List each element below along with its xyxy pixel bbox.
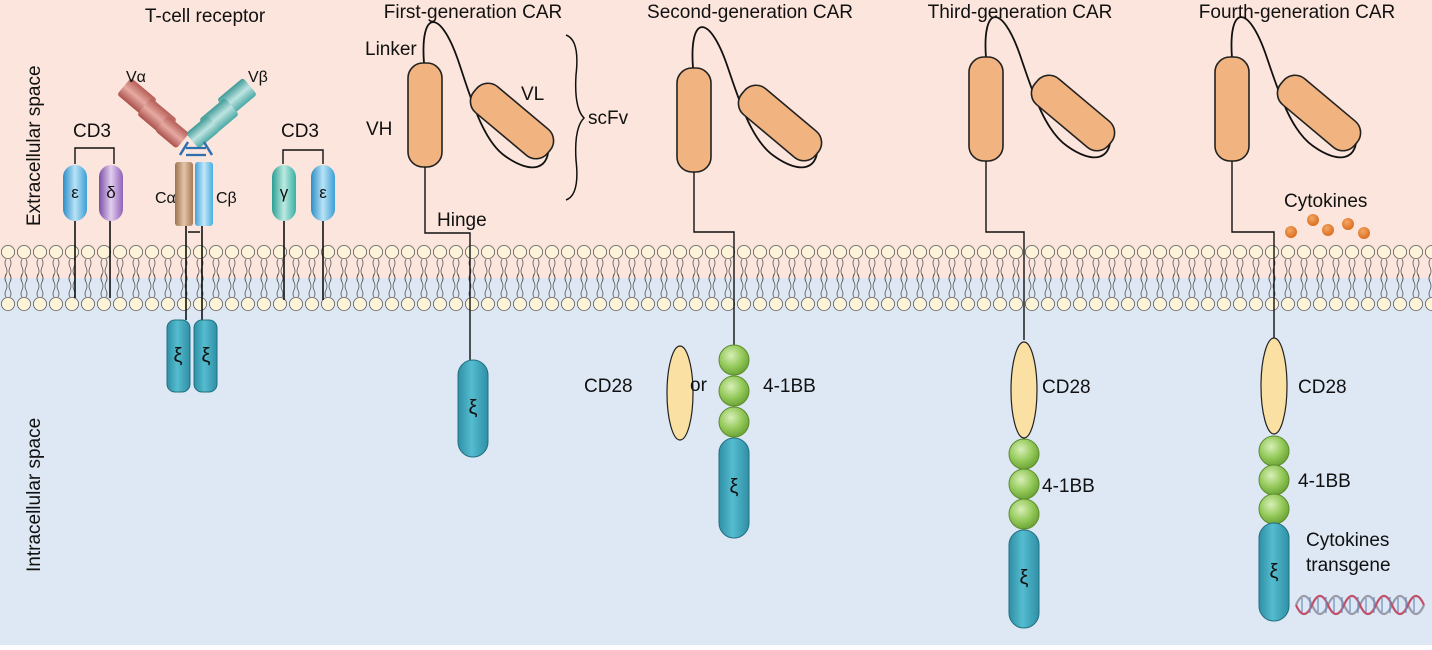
gen2-41bb-label: 4-1BB <box>763 376 816 397</box>
car-gen4: ξ CD28 4-1BB Cytokines Cytokines transge… <box>1214 16 1426 622</box>
linker-label: Linker <box>365 39 417 60</box>
gen1-vl-domain <box>469 82 555 160</box>
vl-label: VL <box>521 84 544 105</box>
c-beta-domain <box>195 162 213 226</box>
gen3-zeta-label: ξ <box>1020 567 1029 589</box>
gen3-cd28-domain <box>1010 341 1038 439</box>
tcr-zeta-left <box>166 319 191 393</box>
gen4-cd28-label: CD28 <box>1298 377 1347 398</box>
gen4-41bb-bead-2 <box>1258 464 1290 496</box>
c-alpha-label: Cα <box>155 190 176 207</box>
cytokines-label: Cytokines <box>1284 191 1367 212</box>
gen3-41bb-label: 4-1BB <box>1042 476 1095 497</box>
gen4-zeta-domain <box>1258 522 1290 622</box>
cd3-gamma-label: γ <box>280 183 289 202</box>
tcr-zeta-right-label: ξ <box>202 345 211 367</box>
gen2-41bb-bead-2 <box>718 375 750 407</box>
gen4-41bb-bead-3 <box>1258 493 1290 525</box>
gen3-vh-domain <box>968 56 1004 162</box>
cytokines-transgene-label-line1: Cytokines <box>1306 530 1389 551</box>
v-alpha-label: Vα <box>126 69 146 86</box>
tcr-v-alpha-chain <box>118 78 188 148</box>
gen3-41bb-bead-2 <box>1008 468 1040 500</box>
gen2-vh-domain <box>676 67 712 173</box>
gen4-41bb-label: 4-1BB <box>1298 471 1351 492</box>
title-gen3: Third-generation CAR <box>928 2 1113 23</box>
tcr-zeta-right <box>193 319 218 393</box>
dna-helix-icon <box>1294 594 1426 616</box>
cd3-right-label: CD3 <box>281 121 319 142</box>
car-gen2: or ξ CD28 4-1BB <box>584 26 823 539</box>
cytokine-particle-3 <box>1322 224 1334 236</box>
c-beta-label: Cβ <box>216 190 237 207</box>
cytokine-particle-1 <box>1285 226 1297 238</box>
gen4-vh-domain <box>1214 56 1250 162</box>
cd3-delta-label: δ <box>106 183 115 202</box>
gen2-cd28-label: CD28 <box>584 376 633 397</box>
lipid-bilayer <box>0 244 1432 312</box>
tcr-complex: CD3 ε δ Vα Vβ Cα Cβ ξ <box>63 69 335 393</box>
gen3-zeta-domain <box>1008 529 1040 629</box>
scfv-label: scFv <box>588 108 629 129</box>
car-gen3: ξ CD28 4-1BB <box>968 16 1116 629</box>
cd3-epsilon-left-label: ε <box>71 183 79 202</box>
tcr-zeta-left-label: ξ <box>174 345 183 367</box>
gen2-zeta-label: ξ <box>730 476 739 498</box>
c-alpha-domain <box>175 162 193 226</box>
cd3-epsilon-left <box>63 165 87 221</box>
gen3-41bb-bead-3 <box>1008 498 1040 530</box>
cd3-left-bracket <box>74 147 115 164</box>
intracellular-label: Intracellular space <box>24 418 45 572</box>
gen4-cd28-domain <box>1260 337 1288 435</box>
scfv-brace <box>565 34 586 201</box>
gen3-cd28-label: CD28 <box>1042 377 1091 398</box>
title-gen4: Fourth-generation CAR <box>1199 2 1395 23</box>
extracellular-label: Extracellular space <box>24 65 45 226</box>
v-beta-label: Vβ <box>248 69 268 86</box>
gen2-zeta-domain <box>718 437 750 539</box>
cytokine-particle-5 <box>1358 227 1370 239</box>
gen1-vh-domain <box>407 62 443 168</box>
gen2-or-label: or <box>690 375 708 396</box>
title-tcr: T-cell receptor <box>145 6 266 27</box>
cd3-delta <box>99 165 123 221</box>
cd3-left-label: CD3 <box>73 121 111 142</box>
cd3-gamma <box>272 165 296 221</box>
cd3-epsilon-right <box>311 165 335 221</box>
cd3-epsilon-right-label: ε <box>319 183 327 202</box>
gen4-vl-domain <box>1276 74 1362 152</box>
cytokines-transgene-label-line2: transgene <box>1306 555 1391 576</box>
gen4-zeta-label: ξ <box>1270 561 1279 583</box>
title-gen1: First-generation CAR <box>384 2 562 23</box>
gen2-vl-domain <box>737 84 823 162</box>
cytokine-particle-4 <box>1342 218 1354 230</box>
gen4-41bb-bead-1 <box>1258 435 1290 467</box>
cytokine-particle-2 <box>1307 214 1319 226</box>
tcr-v-beta-chain <box>187 78 256 148</box>
gen3-vl-domain <box>1030 74 1116 152</box>
car-gen1: ξ Linker VH VL scFv Hinge <box>365 21 629 458</box>
gen2-cd28-domain <box>666 345 694 441</box>
gen2-41bb-bead-1 <box>718 344 750 376</box>
title-gen2: Second-generation CAR <box>647 2 853 23</box>
gen1-zeta-domain <box>457 359 489 458</box>
gen2-41bb-bead-3 <box>718 406 750 438</box>
gen1-zeta-label: ξ <box>469 397 478 419</box>
cd3-right-bracket <box>282 149 324 164</box>
vh-label: VH <box>366 119 392 140</box>
hinge-label: Hinge <box>437 210 487 231</box>
gen3-41bb-bead-1 <box>1008 438 1040 470</box>
intracellular-background <box>0 278 1432 645</box>
